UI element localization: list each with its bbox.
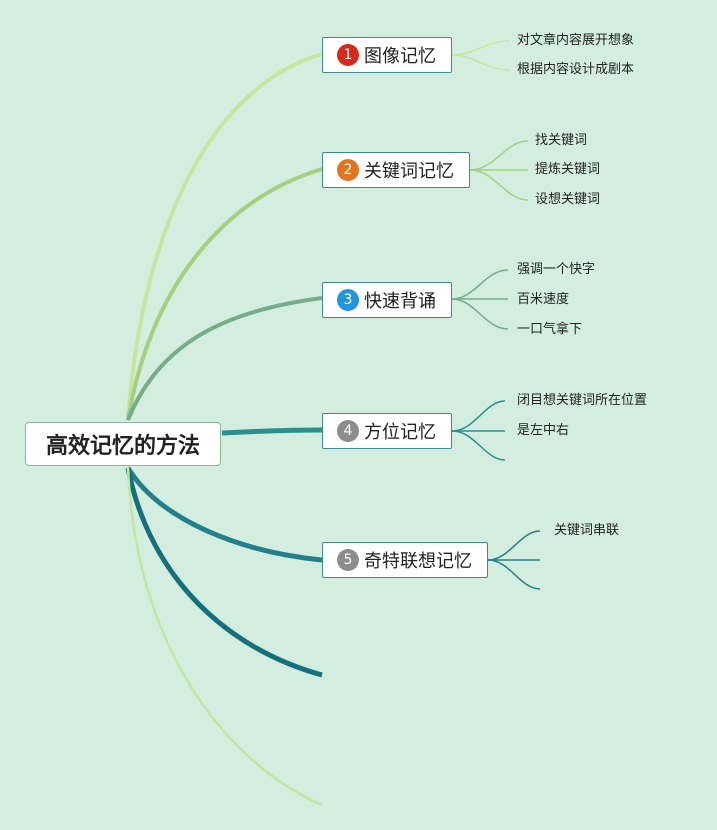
connector-root-branch-6	[125, 467, 323, 678]
branch-topic-5[interactable]: 5 奇特联想记忆	[322, 542, 488, 578]
branch-topic-1-label: 图像记忆	[364, 46, 436, 67]
connector-branch-5-leaf-3	[487, 559, 541, 590]
connector-root-branch-4	[221, 427, 323, 436]
branch-topic-5-label: 奇特联想记忆	[364, 551, 472, 572]
number-badge-4-icon: 4	[337, 420, 359, 442]
leaf-topic-3-1[interactable]: 强调一个快字	[517, 262, 596, 277]
branch-topic-1[interactable]: 1 图像记忆	[322, 37, 452, 73]
connector-branch-3-leaf-1	[451, 269, 509, 300]
branch-topic-2[interactable]: 2 关键词记忆	[322, 152, 470, 188]
connector-branch-3-leaf-3	[451, 298, 509, 330]
number-badge-3-icon: 3	[337, 289, 359, 311]
connector-branch-2-leaf-1	[469, 140, 529, 171]
leaf-topic-3-3[interactable]: 一口气拿下	[517, 322, 583, 337]
leaf-topic-1-1[interactable]: 对文章内容展开想象	[517, 33, 635, 48]
connector-branch-5-leaf-1	[487, 530, 541, 561]
root-topic[interactable]: 高效记忆的方法	[25, 422, 221, 466]
leaf-topic-5-1[interactable]: 关键词串联	[554, 523, 620, 538]
connector-branch-4-leaf-1	[451, 400, 506, 432]
branch-topic-2-label: 关键词记忆	[364, 161, 454, 182]
leaf-topic-2-2[interactable]: 提炼关键词	[535, 162, 601, 177]
leaf-topic-1-2[interactable]: 根据内容设计成剧本	[517, 62, 635, 77]
connector-branch-1-leaf-2	[451, 54, 511, 71]
connector-branch-4-leaf-3	[451, 430, 506, 461]
number-badge-2-icon: 2	[337, 159, 359, 181]
connector-root-branch-5	[125, 466, 323, 563]
branch-topic-4-label: 方位记忆	[364, 422, 436, 443]
connector-root-branch-2	[126, 167, 323, 421]
connector-root-branch-3	[126, 296, 323, 421]
root-topic-label: 高效记忆的方法	[45, 434, 200, 459]
branch-topic-3-label: 快速背诵	[364, 291, 436, 312]
leaf-topic-4-2[interactable]: 是左中右	[517, 423, 570, 438]
number-badge-1-icon: 1	[337, 44, 359, 66]
connector-root-branch-7	[126, 467, 323, 807]
leaf-topic-4-1[interactable]: 闭目想关键词所在位置	[517, 393, 648, 408]
leaf-topic-3-2[interactable]: 百米速度	[517, 292, 570, 307]
leaf-topic-2-1[interactable]: 找关键词	[535, 133, 588, 148]
branch-topic-3[interactable]: 3 快速背诵	[322, 282, 452, 318]
connector-root-branch-1	[126, 52, 323, 421]
number-badge-5-icon: 5	[337, 549, 359, 571]
leaf-topic-2-3[interactable]: 设想关键词	[535, 192, 601, 207]
connector-branch-1-leaf-1	[451, 40, 511, 56]
branch-topic-4[interactable]: 4 方位记忆	[322, 413, 452, 449]
connector-branch-2-leaf-3	[469, 169, 529, 201]
